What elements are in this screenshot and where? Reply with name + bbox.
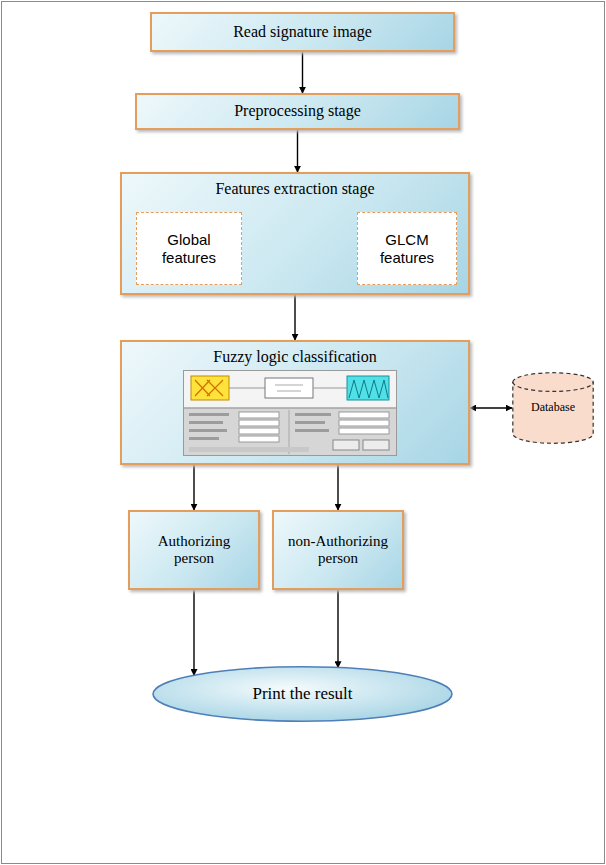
terminal-ellipse: Print the result bbox=[150, 665, 455, 723]
flow-arrow bbox=[294, 295, 295, 340]
flow-arrow bbox=[337, 590, 338, 668]
node-text: Features extraction stage bbox=[215, 180, 374, 198]
flow-arrow bbox=[193, 590, 194, 675]
database-cylinder: Database bbox=[512, 372, 594, 444]
node-text: Print the result bbox=[252, 684, 352, 704]
node-text: Database bbox=[531, 401, 575, 415]
process-box: Preprocessing stage bbox=[135, 93, 460, 130]
flow-arrow bbox=[297, 130, 298, 172]
node-text: Read signature image bbox=[233, 23, 372, 41]
fuzzy-tool-screenshot bbox=[183, 370, 397, 456]
result-box: non-Authorizing person bbox=[272, 510, 404, 590]
flow-arrow bbox=[337, 465, 338, 510]
node-text: Fuzzy logic classification bbox=[213, 348, 377, 366]
double-arrow bbox=[470, 407, 512, 408]
flow-arrow bbox=[302, 52, 303, 93]
node-text: GLCM features bbox=[366, 231, 448, 266]
process-box: Read signature image bbox=[150, 12, 455, 52]
node-text: non-Authorizing person bbox=[283, 533, 393, 568]
stage-box: Features extraction stageGlobal features… bbox=[120, 172, 470, 295]
node-text: Preprocessing stage bbox=[234, 102, 361, 120]
feature-group-box: Global features bbox=[136, 212, 242, 285]
result-box: Authorizing person bbox=[128, 510, 260, 590]
flow-arrow bbox=[193, 465, 194, 510]
node-text: Global features bbox=[148, 231, 230, 266]
feature-group-box: GLCM features bbox=[357, 212, 457, 285]
node-text: Authorizing person bbox=[144, 533, 244, 568]
